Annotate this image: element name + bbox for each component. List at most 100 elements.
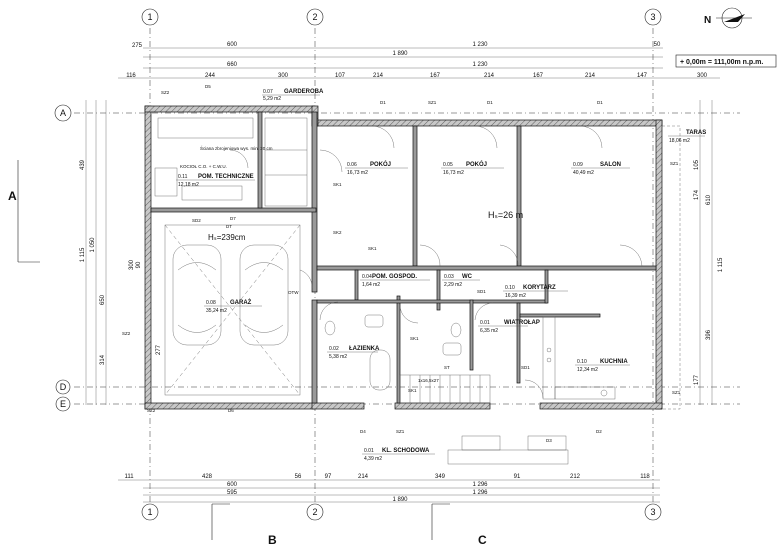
svg-text:WIATROŁAP: WIATROŁAP [504, 320, 540, 326]
svg-text:GARAŻ: GARAŻ [230, 299, 252, 306]
svg-text:D: D [60, 382, 67, 392]
svg-text:SK1: SK1 [410, 336, 419, 341]
svg-text:147: 147 [637, 73, 648, 79]
svg-text:12,18 m2: 12,18 m2 [178, 182, 199, 188]
svg-text:0.09: 0.09 [573, 162, 583, 168]
svg-text:1 115: 1 115 [718, 257, 724, 272]
room-label-garaz: 0.08 GARAŻ 35,24 m2 [204, 299, 262, 314]
svg-text:0.11: 0.11 [178, 174, 188, 180]
svg-text:97: 97 [325, 474, 332, 480]
svg-text:B: B [268, 533, 277, 547]
garage-diagonals [164, 224, 301, 396]
svg-text:428: 428 [202, 474, 213, 480]
svg-text:107: 107 [335, 73, 346, 79]
svg-text:POKÓJ: POKÓJ [466, 160, 487, 168]
room-label-kuchnia: 0.10 KUCHNIA 12,34 m2 [575, 359, 630, 373]
svg-text:C: C [478, 533, 487, 547]
svg-text:POKÓJ: POKÓJ [370, 160, 391, 168]
svg-text:4,39 m2: 4,39 m2 [364, 456, 382, 462]
svg-text:3: 3 [650, 12, 655, 22]
svg-text:KOCIOŁ C.O. + C.W.U.: KOCIOŁ C.O. + C.W.U. [180, 164, 227, 169]
svg-text:E: E [60, 399, 66, 409]
svg-text:1 230: 1 230 [472, 62, 488, 68]
svg-text:1: 1 [147, 12, 152, 22]
svg-text:2: 2 [312, 12, 317, 22]
svg-text:0.01: 0.01 [364, 448, 374, 454]
svg-text:1x16,5x27: 1x16,5x27 [418, 378, 439, 383]
axis-bubble-top-1: 1 [141, 8, 159, 26]
svg-text:0.01: 0.01 [480, 320, 490, 326]
svg-text:0.04: 0.04 [362, 274, 372, 280]
svg-text:1 890: 1 890 [392, 497, 408, 503]
element-tags: SZ2 SZ2 SZ2 SZ1 SZ1 SZ1 SZ1 SK1 SK1 SK1 … [122, 84, 681, 443]
svg-text:105: 105 [694, 159, 700, 170]
svg-text:214: 214 [484, 73, 495, 79]
svg-text:600: 600 [227, 42, 238, 48]
svg-text:SK1: SK1 [368, 246, 377, 251]
svg-text:277: 277 [156, 344, 162, 355]
svg-text:SZ1: SZ1 [670, 161, 679, 166]
svg-text:SD2: SD2 [192, 218, 201, 223]
kitchen-counter [542, 316, 616, 400]
svg-text:ST: ST [444, 365, 450, 370]
svg-text:SK1: SK1 [333, 182, 342, 187]
svg-text:300: 300 [697, 73, 708, 79]
svg-text:650: 650 [100, 294, 106, 305]
svg-text:1,64 m2: 1,64 m2 [362, 282, 380, 288]
svg-text:16,39 m2: 16,39 m2 [505, 293, 526, 299]
garage-height-label: Hₛ=239cm [208, 233, 246, 242]
svg-text:1: 1 [147, 507, 152, 517]
room-label-salon: 0.09 SALON 40,49 m2 [571, 162, 630, 176]
svg-text:174: 174 [694, 189, 700, 200]
svg-text:35,24 m2: 35,24 m2 [206, 308, 227, 314]
exterior-walls [144, 105, 663, 410]
svg-text:N: N [704, 15, 711, 26]
svg-text:A: A [8, 189, 17, 203]
svg-text:275: 275 [132, 43, 143, 49]
svg-text:WC: WC [462, 274, 473, 280]
svg-text:0.02: 0.02 [329, 346, 339, 352]
svg-text:SZ1: SZ1 [428, 100, 437, 105]
svg-text:KORYTARZ: KORYTARZ [523, 285, 556, 291]
svg-text:177: 177 [694, 374, 700, 385]
axis-bubble-bottom-2: 2 [306, 503, 324, 521]
svg-text:18,06 m2: 18,06 m2 [669, 138, 690, 144]
axis-bubble-top-2: 2 [306, 8, 324, 26]
svg-text:0.10: 0.10 [577, 359, 587, 365]
north-arrow-icon: N [704, 7, 752, 29]
svg-text:SK1: SK1 [408, 388, 417, 393]
svg-text:SZ2: SZ2 [122, 331, 131, 336]
room-label-wc: 0.03 WC 2,29 m2 [442, 274, 480, 288]
svg-text:OTW: OTW [288, 290, 299, 295]
svg-text:0.08: 0.08 [206, 300, 216, 306]
svg-text:1 050: 1 050 [90, 237, 96, 253]
svg-text:D6: D6 [228, 408, 234, 413]
svg-text:90: 90 [136, 261, 142, 268]
svg-text:GARDEROBA: GARDEROBA [284, 89, 324, 95]
svg-text:111: 111 [124, 474, 134, 480]
svg-text:244: 244 [205, 73, 216, 79]
svg-text:116: 116 [126, 73, 136, 79]
room-label-pokoj-1: 0.06 POKÓJ 16,73 m2 [345, 160, 408, 176]
room-label-wiatrolap: WIATROŁAP 0.01 6,35 m2 [478, 320, 540, 334]
level-label: + 0,00m = 111,00m n.p.m. [675, 54, 777, 68]
svg-text:D5: D5 [205, 84, 211, 89]
svg-text:D1: D1 [597, 100, 603, 105]
svg-text:56: 56 [295, 474, 302, 480]
svg-text:6,35 m2: 6,35 m2 [480, 328, 498, 334]
svg-text:KL. SCHODOWA: KL. SCHODOWA [382, 448, 430, 454]
car-icon-right [239, 244, 289, 346]
svg-text:3: 3 [650, 507, 655, 517]
svg-text:1 115: 1 115 [80, 247, 86, 262]
axis-bubble-top-3: 3 [644, 8, 662, 26]
axis-bubble-left-A: A [54, 104, 72, 122]
svg-text:314: 314 [100, 354, 106, 365]
svg-text:349: 349 [435, 474, 446, 480]
bathtub-icon [369, 349, 391, 391]
svg-text:167: 167 [533, 73, 544, 79]
bottom-dimensions: 111 428 56 97 214 349 91 212 118 600 1 2… [118, 474, 660, 503]
svg-text:16,73 m2: 16,73 m2 [347, 170, 368, 176]
interior-walls [150, 111, 657, 404]
toilet-icon [324, 320, 462, 338]
